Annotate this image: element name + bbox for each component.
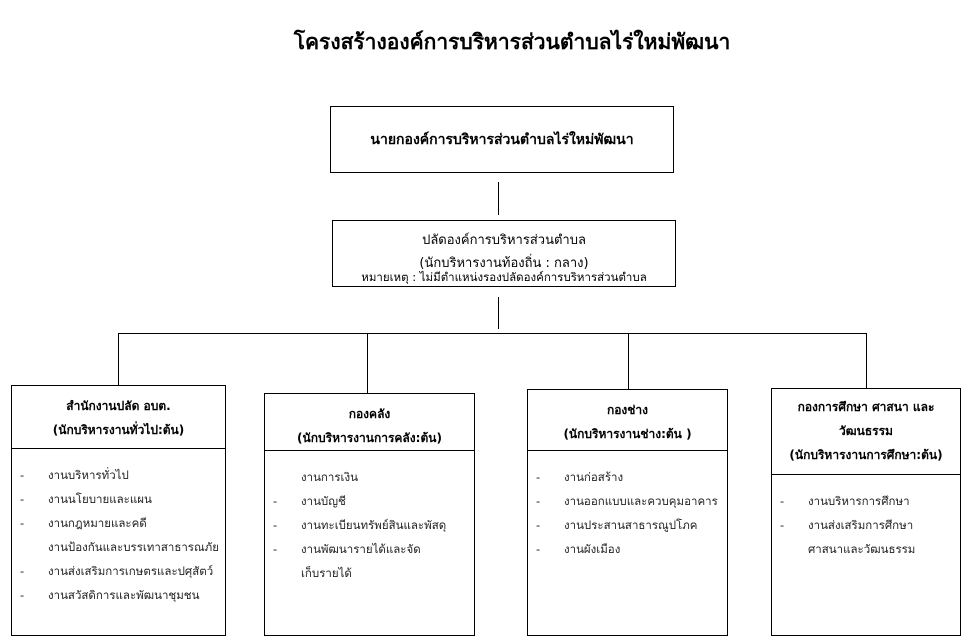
- chief-label: นายกองค์การบริหารส่วนตำบลไร่ใหม่พัฒนา: [370, 131, 634, 148]
- duty-text: เก็บรายได้: [301, 566, 352, 580]
- duty-text: งานส่งเสริมการเกษตรและปศุสัตว์: [48, 564, 214, 578]
- bullet-dash: -: [20, 492, 25, 506]
- duty-text: งานทะเบียนทรัพย์สินและพัสดุ: [301, 518, 447, 532]
- duty-text: งานส่งเสริมการศึกษา: [808, 518, 914, 532]
- duty-text: ศาสนาและวัฒนธรรม: [808, 542, 916, 556]
- deputy-position: (นักบริหารงานท้องถิ่น : กลาง): [419, 256, 589, 271]
- duty-item: งานการเงิน: [273, 465, 474, 489]
- duty-item: งานป้องกันและบรรเทาสาธารณภัย: [20, 535, 225, 559]
- connector-line: [866, 333, 867, 388]
- department-position: (นักบริหารงานทั่วไป:ต้น): [52, 423, 185, 437]
- duty-item: - งานส่งเสริมการเกษตรและปศุสัตว์: [20, 559, 225, 583]
- deputy-label: ปลัดองค์การบริหารส่วนตำบล: [422, 233, 586, 248]
- department-position: (นักบริหารงานการคลัง:ต้น): [297, 431, 442, 445]
- duty-list: - งานบริหารทั่วไป - งานนโยบายและแผน - งานกฎหม…: [12, 449, 225, 607]
- deputy-box: ปลัดองค์การบริหารส่วนตำบล (นักบริหารงานท…: [332, 220, 676, 287]
- duty-item: - งานออกแบบและควบคุมอาคาร: [536, 489, 727, 513]
- duty-item: - งานบริหารการศึกษา: [780, 489, 960, 513]
- duty-list: - งานบริหารการศึกษา - งานส่งเสริมการศึกษาศา…: [772, 475, 960, 561]
- bullet-dash: -: [20, 468, 25, 482]
- duty-list: งานการเงิน - งานบัญชี - งานทะเบียนทรัพย์สินแ…: [265, 451, 474, 585]
- bullet-dash: -: [536, 518, 541, 532]
- duty-text: งานป้องกันและบรรเทาสาธารณภัย: [48, 540, 219, 554]
- duty-text: งานบริหารทั่วไป: [48, 468, 129, 482]
- bullet-dash: -: [273, 494, 278, 508]
- duty-text: งานประสานสาธารณูปโภค: [564, 518, 698, 532]
- bullet-dash: -: [536, 494, 541, 508]
- department-position: (นักบริหารงานช่าง:ต้น ): [563, 427, 692, 441]
- duty-text: งานนโยบายและแผน: [48, 492, 152, 506]
- department-box: กองช่าง (นักบริหารงานช่าง:ต้น ) - งานก่อสร…: [527, 389, 728, 636]
- connector-line: [118, 333, 119, 385]
- connector-line: [498, 297, 499, 329]
- duty-text: งานพัฒนารายได้และจัด: [301, 542, 421, 556]
- bullet-dash: -: [20, 516, 25, 530]
- duty-item: - งานกฎหมายและคดี: [20, 511, 225, 535]
- duty-text: งานผังเมือง: [564, 542, 621, 556]
- bullet-dash: -: [780, 518, 785, 532]
- department-box: สำนักงานปลัด อบต. (นักบริหารงานทั่วไป:ต้น…: [11, 385, 226, 636]
- duty-item: - งานทะเบียนทรัพย์สินและพัสดุ: [273, 513, 474, 537]
- department-name: กองการศึกษา ศาสนา และวัฒนธรรม: [797, 400, 935, 438]
- department-name: สำนักงานปลัด อบต.: [66, 399, 171, 413]
- duty-text: งานการเงิน: [301, 470, 358, 484]
- duty-item: เก็บรายได้: [273, 561, 474, 585]
- department-name: กองคลัง: [348, 407, 391, 421]
- duty-text: งานก่อสร้าง: [564, 470, 624, 484]
- duty-item: - งานประสานสาธารณูปโภค: [536, 513, 727, 537]
- duty-item: - งานบัญชี: [273, 489, 474, 513]
- bullet-dash: -: [20, 588, 25, 602]
- duty-item: - งานสวัสดิการและพัฒนาชุมชน: [20, 583, 225, 607]
- duty-text: งานบัญชี: [301, 494, 346, 508]
- bullet-dash: -: [273, 518, 278, 532]
- duty-text: งานออกแบบและควบคุมอาคาร: [564, 494, 718, 508]
- duty-item: ศาสนาและวัฒนธรรม: [780, 537, 960, 561]
- duty-text: งานบริหารการศึกษา: [808, 494, 910, 508]
- duty-item: - งานบริหารทั่วไป: [20, 463, 225, 487]
- bullet-dash: [780, 537, 808, 561]
- bullet-dash: [20, 535, 48, 559]
- chart-title: โครงสร้างองค์การบริหารส่วนตำบลไร่ใหม่พัฒ…: [293, 30, 731, 54]
- duty-item: - งานพัฒนารายได้และจัด: [273, 537, 474, 561]
- connector-line: [498, 182, 499, 215]
- duty-item: - งานนโยบายและแผน: [20, 487, 225, 511]
- duty-item: - งานผังเมือง: [536, 537, 727, 561]
- bullet-dash: -: [780, 494, 785, 508]
- bullet-dash: -: [273, 542, 278, 556]
- duty-item: - งานส่งเสริมการศึกษา: [780, 513, 960, 537]
- bullet-dash: [273, 561, 301, 585]
- department-position: (นักบริหารงานการศึกษา:ต้น): [789, 448, 943, 462]
- department-box: กองคลัง (นักบริหารงานการคลัง:ต้น) งานการเ…: [264, 393, 475, 636]
- bullet-dash: -: [536, 470, 541, 484]
- bullet-dash: -: [20, 564, 25, 578]
- chief-box: นายกองค์การบริหารส่วนตำบลไร่ใหม่พัฒนา: [330, 106, 674, 173]
- connector-line: [118, 333, 867, 334]
- duty-list: - งานก่อสร้าง - งานออกแบบและควบคุมอาคาร - งาน…: [528, 451, 727, 561]
- duty-text: งานกฎหมายและคดี: [48, 516, 147, 530]
- connector-line: [367, 333, 368, 393]
- bullet-dash: -: [536, 542, 541, 556]
- duty-text: งานสวัสดิการและพัฒนาชุมชน: [48, 588, 200, 602]
- connector-line: [628, 333, 629, 389]
- department-box: กองการศึกษา ศาสนา และวัฒนธรรม (นักบริหารง…: [771, 388, 961, 636]
- duty-item: - งานก่อสร้าง: [536, 465, 727, 489]
- department-name: กองช่าง: [606, 403, 649, 417]
- bullet-dash: [273, 465, 301, 489]
- deputy-note: หมายเหตุ : ไม่มีตำแหน่งรองปลัดองค์การบริ…: [361, 270, 647, 284]
